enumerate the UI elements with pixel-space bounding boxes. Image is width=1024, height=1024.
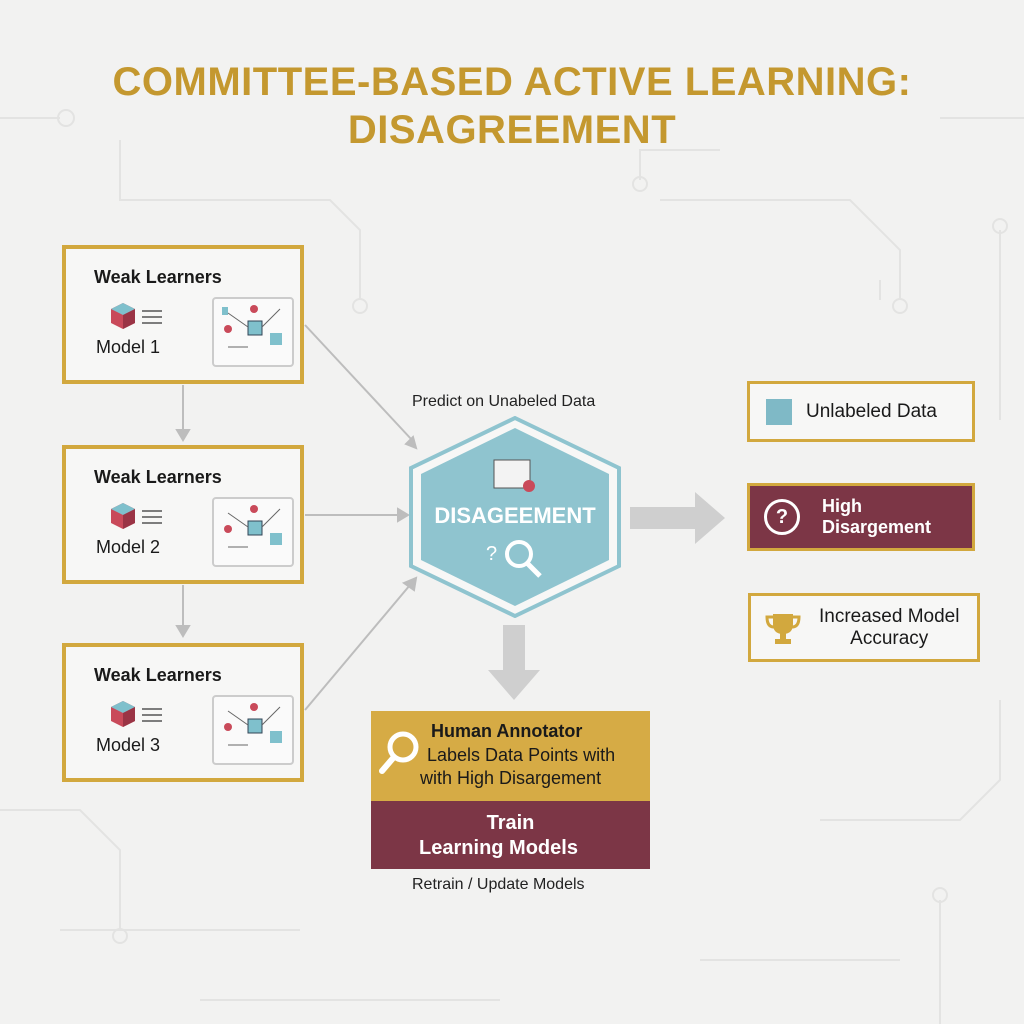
- cube-icon: [111, 503, 162, 529]
- model-diagram-thumbnail: [212, 695, 294, 765]
- model-label: Model 1: [96, 337, 161, 357]
- learner-heading: Weak Learners: [94, 267, 222, 287]
- model-diagram-thumbnail: [212, 497, 294, 567]
- arrow-down-icon: [488, 625, 540, 700]
- annotator-line: Labels Data Points with: [427, 745, 616, 765]
- question-circle-icon: ?: [764, 499, 800, 535]
- model-label: Model 2: [96, 537, 161, 557]
- retrain-label: Retrain / Update Models: [412, 876, 585, 893]
- model-diagram-thumbnail: [212, 297, 294, 367]
- disagreement-hexagon: [409, 416, 621, 618]
- predict-label: Predict on Unabeled Data: [412, 393, 596, 410]
- annotator-line: with High Disargement: [420, 768, 602, 788]
- teal-square-icon: [766, 398, 792, 425]
- learner-box-2: Weak Learners Model 2: [62, 445, 304, 584]
- learner-box-3: Weak Learners Model 3: [62, 643, 304, 782]
- magnifier-icon: [379, 731, 419, 774]
- cube-icon: [111, 701, 162, 727]
- trophy-icon: [765, 613, 801, 644]
- legend-unlabeled: Unlabeled Data: [747, 381, 975, 442]
- annotator-title: Human Annotator: [431, 721, 583, 741]
- magnifier-icon: [505, 540, 533, 568]
- cube-icon: [111, 303, 162, 329]
- learner-heading: Weak Learners: [94, 467, 222, 487]
- legend-label: Unlabeled Data: [806, 400, 937, 422]
- question-mark: ?: [486, 543, 498, 565]
- human-annotator-box: Human Annotator Labels Data Points with …: [371, 711, 650, 801]
- page-title: COMMITTEE-BASED ACTIVE LEARNING:DISAGREE…: [112, 60, 912, 152]
- hub-label: DISAGEEMENT: [434, 503, 596, 528]
- learner-box-1: Weak Learners Model 1: [62, 245, 304, 384]
- arrow-right-icon: [630, 492, 725, 544]
- model-label: Model 3: [96, 735, 161, 755]
- learner-heading: Weak Learners: [94, 665, 222, 685]
